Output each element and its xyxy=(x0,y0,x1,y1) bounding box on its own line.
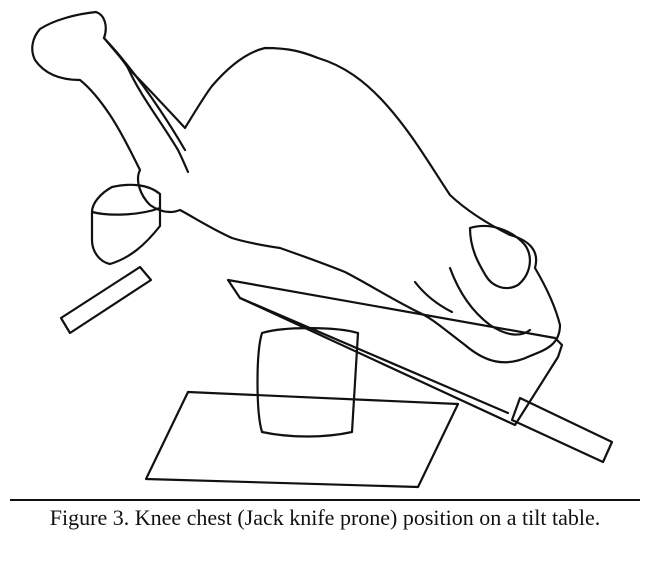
chest-contour xyxy=(413,280,454,314)
tilt-table-surface-edge xyxy=(238,296,510,415)
right-handle-bar xyxy=(510,396,614,464)
left-handle-bar xyxy=(59,265,153,335)
knee-cushion xyxy=(90,183,162,266)
second-leg-contour xyxy=(102,36,187,152)
patient-body xyxy=(31,10,562,364)
arm-contour xyxy=(448,266,532,336)
leg-fold-line xyxy=(126,66,190,174)
floor-base-plate xyxy=(144,390,460,489)
caption-divider xyxy=(10,499,640,501)
pedestal-column xyxy=(256,331,360,438)
knee-cushion-top xyxy=(90,206,162,216)
tilt-table-surface xyxy=(226,278,564,427)
head-contour xyxy=(468,224,531,290)
figure-caption: Figure 3. Knee chest (Jack knife prone) … xyxy=(49,505,601,530)
tilt-table-illustration xyxy=(31,10,614,489)
